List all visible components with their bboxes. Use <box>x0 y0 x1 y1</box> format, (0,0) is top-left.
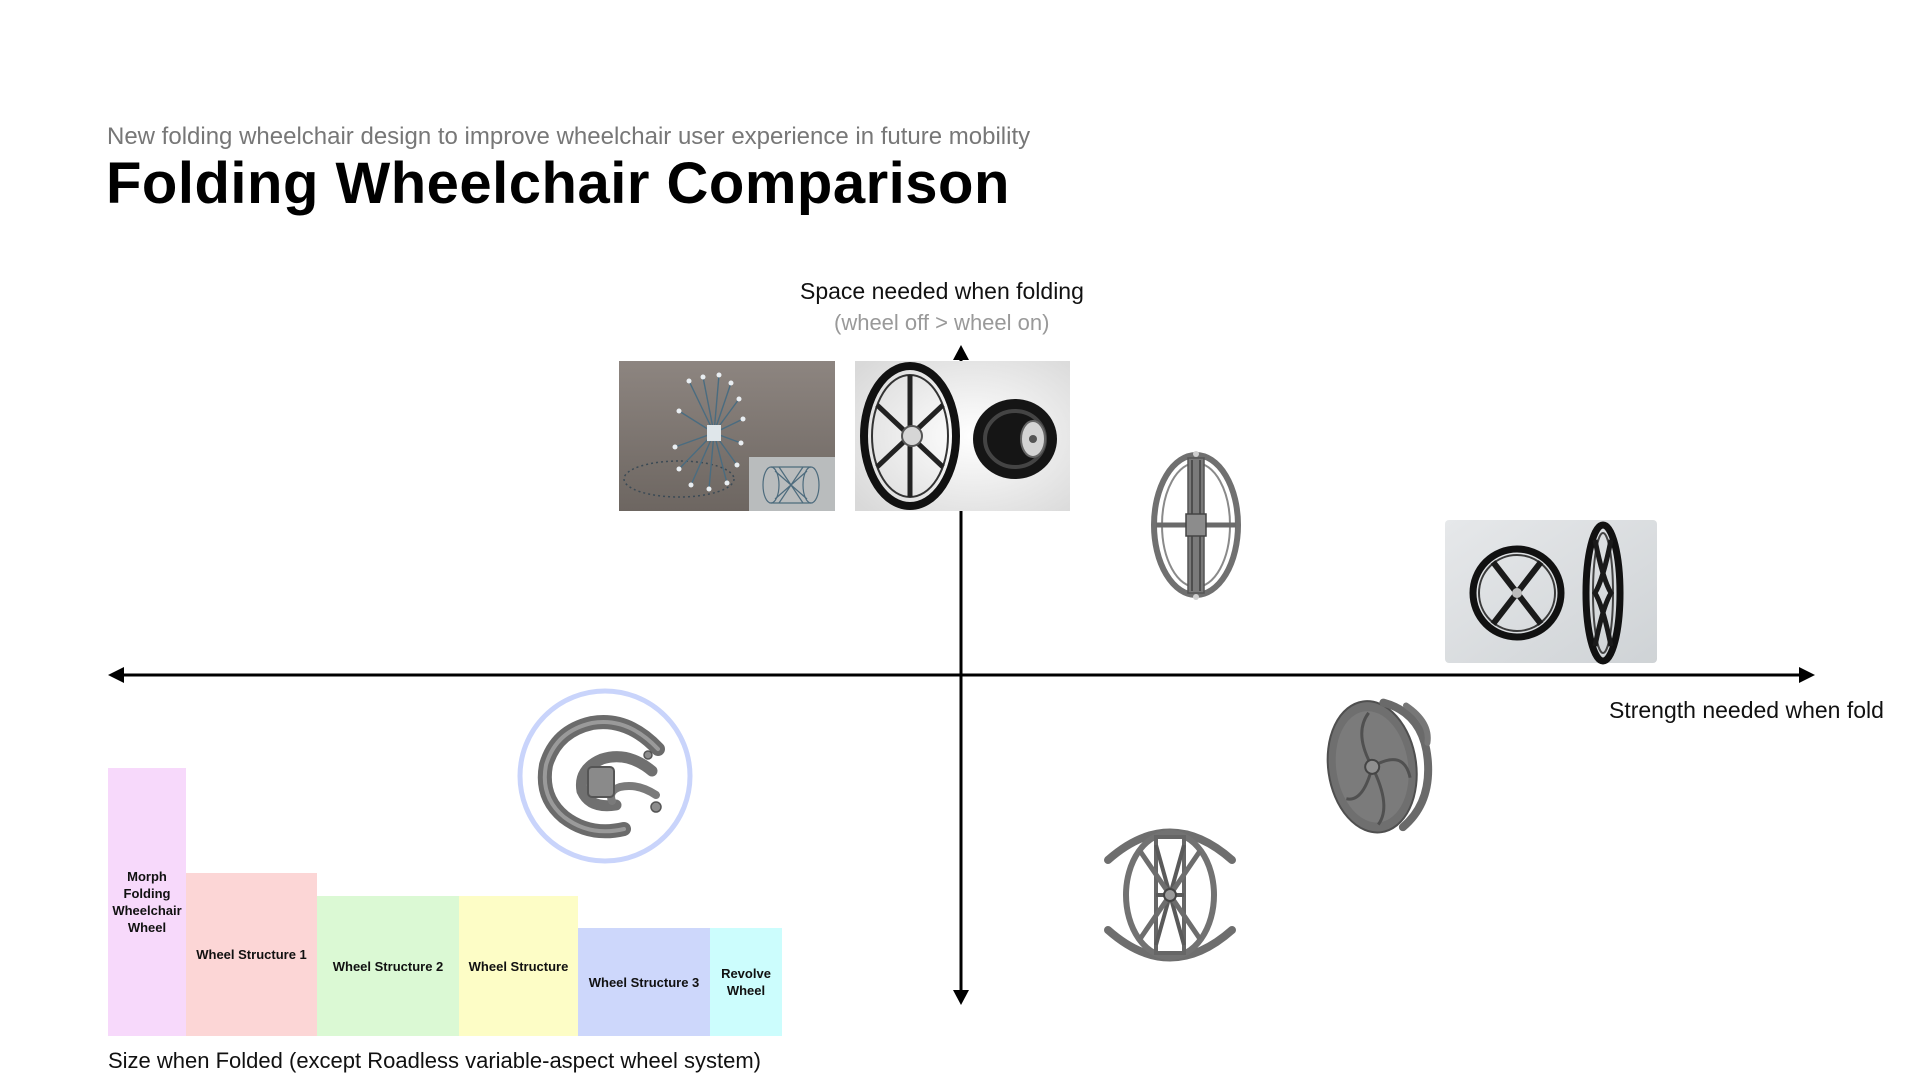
size-bar-revolve-wheel: Revolve Wheel <box>710 928 782 1036</box>
size-bar-wheel-structure: Wheel Structure <box>459 896 578 1036</box>
vertical-axis-sublabel: (wheel off > wheel on) <box>834 310 1050 335</box>
size-bar-wheel-structure-2: Wheel Structure 2 <box>317 896 459 1036</box>
size-bar-label: Morph Folding Wheelchair Wheel <box>112 869 182 935</box>
split-ring-wheel <box>1100 815 1240 975</box>
spoke-wheel-photo <box>619 361 835 511</box>
size-bar-label: Wheel Structure 3 <box>588 974 700 990</box>
size-bar-label: Wheel Structure 2 <box>332 958 444 974</box>
morph-folding-wheel-highlight <box>516 687 694 865</box>
vertical-axis-label: Space needed when folding <box>800 278 1084 304</box>
page-subtitle: New folding wheelchair design to improve… <box>107 123 1031 150</box>
curved-spoke-wheel <box>1318 690 1438 840</box>
horizontal-axis <box>108 667 1815 683</box>
oval-folding-wheel <box>1148 448 1244 603</box>
x-spoke-wheel-photo <box>1445 520 1657 665</box>
horizontal-axis-label: Strength needed when fold <box>1609 697 1884 723</box>
size-bar-wheel-structure-1: Wheel Structure 1 <box>186 873 317 1036</box>
size-bar-label: Revolve Wheel <box>721 966 771 998</box>
size-bar-wheel-structure-3: Wheel Structure 3 <box>578 928 710 1036</box>
page-title: Folding Wheelchair Comparison <box>106 151 1010 216</box>
size-bar-label: Wheel Structure 1 <box>196 947 307 962</box>
size-chart-caption: Size when Folded (except Roadless variab… <box>108 1048 761 1073</box>
size-bar-morph: Morph Folding Wheelchair Wheel <box>108 768 186 1036</box>
black-folding-wheel-photo <box>855 361 1070 511</box>
size-bar-label: Wheel Structure <box>468 958 569 974</box>
